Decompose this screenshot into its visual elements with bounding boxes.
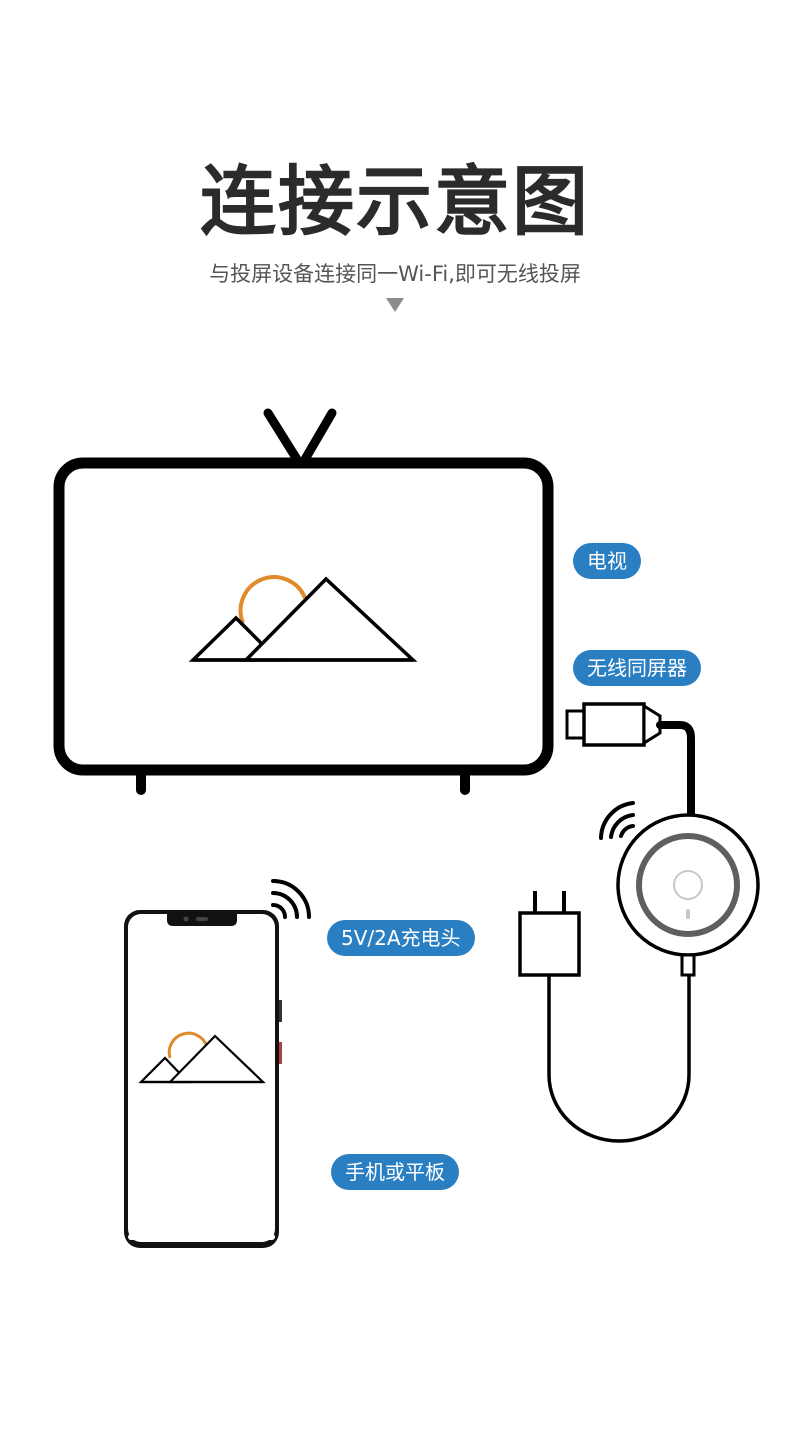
- phone-label: 手机或平板: [331, 1154, 459, 1190]
- dongle-label: 无线同屏器: [573, 650, 701, 686]
- charger-label: 5V/2A充电头: [327, 920, 475, 956]
- wifi-signal-icon: [601, 803, 633, 838]
- hdmi-connector-icon: [567, 704, 691, 818]
- dongle-icon: [618, 815, 758, 975]
- wifi-signal-icon: [273, 881, 309, 917]
- tv-label: 电视: [573, 543, 641, 579]
